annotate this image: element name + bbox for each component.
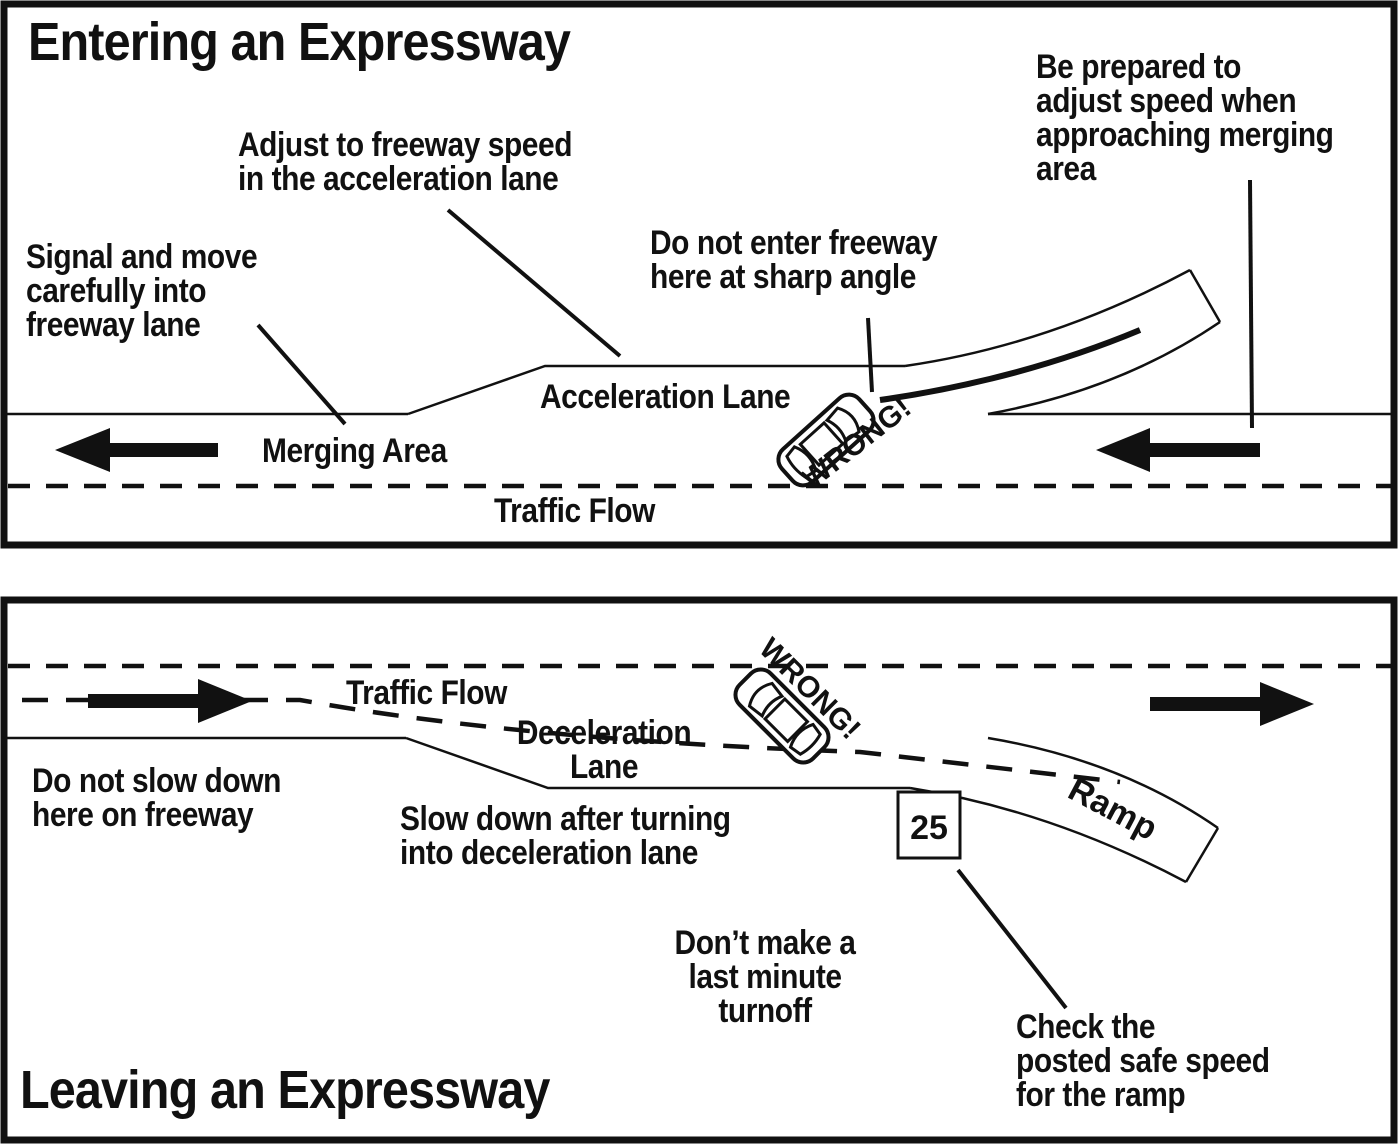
deceleration-lane-edge [405, 736, 910, 790]
label-signal: Signal and move carefully into freeway l… [26, 238, 258, 344]
entering-panel-frame [0, 0, 1398, 549]
on-ramp-end [1188, 269, 1222, 323]
label-slow-after: Slow down after turning into deceleratio… [400, 800, 731, 872]
speed-sign [896, 790, 962, 860]
traffic-arrow-left-icon [55, 428, 218, 472]
label-traffic-flow: Traffic Flow [494, 492, 655, 530]
on-ramp-inner-edge [987, 320, 1221, 416]
label-deceleration-lane: Deceleration Lane [516, 714, 692, 786]
leaving-title: Leaving an Expressway [20, 1060, 550, 1120]
label-last-minute: Don’t make a last minute turnoff [674, 924, 856, 1030]
label-merging-area: Merging Area [262, 432, 447, 470]
leaving-panel-frame [0, 596, 1398, 1144]
on-ramp-center-line [879, 327, 1142, 403]
label-acceleration-lane: Acceleration Lane [540, 378, 791, 416]
off-ramp-inner-edge [987, 736, 1219, 830]
leader-line-adjust [446, 208, 622, 358]
leader-line-signal [256, 323, 347, 426]
entering-title: Entering an Expressway [28, 12, 571, 72]
leader-line-prepare [1248, 179, 1254, 429]
traffic-arrow-right-icon [88, 679, 252, 723]
label-adjust: Adjust to freeway speed in the accelerat… [238, 126, 573, 198]
label-no-slow: Do not slow down here on freeway [32, 762, 281, 834]
traffic-arrow-left-icon [1096, 428, 1260, 472]
label-prepare: Be prepared to adjust speed when approac… [1036, 48, 1334, 188]
traffic-arrow-right-icon [1150, 682, 1314, 726]
label-sharp-angle: Do not enter freeway here at sharp angle [650, 224, 938, 296]
acceleration-lane-edge [407, 364, 905, 416]
on-ramp-outer-edge [904, 268, 1191, 368]
leader-line-sharp [866, 317, 874, 393]
label-traffic-flow: Traffic Flow [346, 674, 507, 712]
speed-sign-value: 25 [910, 809, 948, 847]
label-check-speed: Check the posted safe speed for the ramp [1016, 1008, 1270, 1114]
leader-line-check [956, 868, 1068, 1010]
off-ramp-end [1184, 827, 1220, 883]
